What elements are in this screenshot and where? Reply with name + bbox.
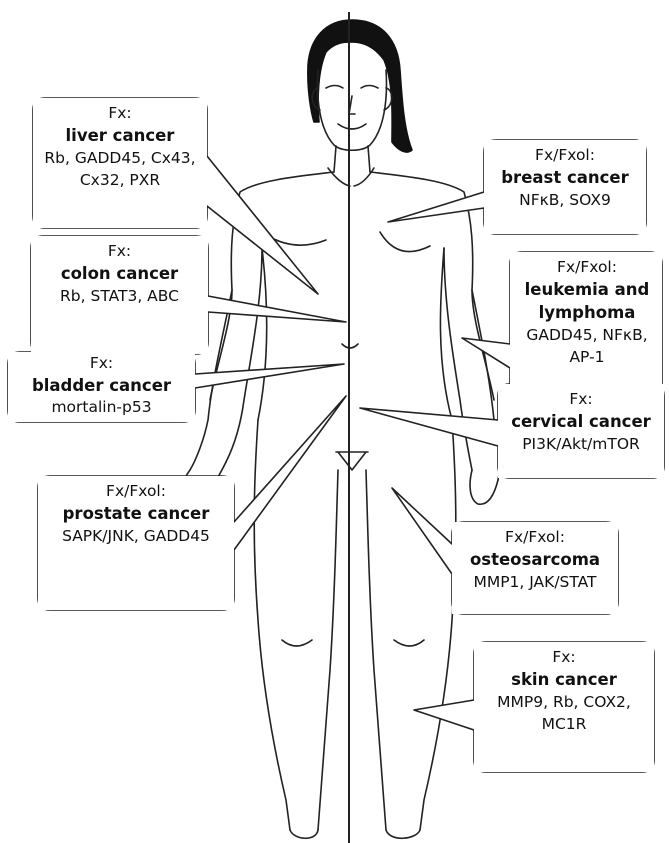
callout-agent: Fx: bbox=[498, 388, 664, 410]
waist-left bbox=[258, 248, 267, 420]
callout-targets: NFκB, SOX9 bbox=[484, 189, 646, 211]
callout-cancer-type: skin cancer bbox=[494, 668, 634, 691]
right-leg-inner bbox=[366, 470, 386, 830]
mouth bbox=[338, 124, 366, 129]
callout-agent: Fx: bbox=[8, 353, 195, 374]
callout-agent: Fx: bbox=[31, 240, 208, 262]
callout-cancer-type: breast cancer bbox=[484, 166, 646, 189]
right-foot bbox=[386, 830, 420, 838]
callout-agent: Fx/Fxol: bbox=[516, 256, 658, 278]
callout-targets: GADD45, NFκB, AP-1 bbox=[516, 324, 658, 368]
callout-cancer-type: liver cancer bbox=[33, 124, 207, 147]
callout-osteosarcoma: Fx/Fxol: osteosarcoma MMP1, JAK/STAT bbox=[452, 522, 618, 614]
callout-targets: MMP1, JAK/STAT bbox=[452, 571, 618, 593]
callout-cancer-type: cervical cancer bbox=[498, 410, 664, 433]
callout-agent: Fx: bbox=[494, 646, 634, 668]
breast-right bbox=[380, 232, 430, 252]
left-eye bbox=[326, 86, 343, 89]
callout-cancer-type: prostate cancer bbox=[46, 502, 226, 525]
right-knee bbox=[394, 640, 424, 646]
hair-long bbox=[352, 20, 412, 152]
face bbox=[318, 70, 387, 150]
callout-cancer-type: leukemia and lymphoma bbox=[516, 278, 658, 324]
callout-agent: Fx/Fxol: bbox=[452, 526, 618, 548]
callout-targets: Rb, GADD45, Cx43, Cx32, PXR bbox=[33, 147, 207, 191]
callout-agent: Fx/Fxol: bbox=[46, 480, 226, 502]
right-leg-outer bbox=[420, 420, 456, 830]
callout-cervical: Fx: cervical cancer PI3K/Akt/mTOR bbox=[498, 384, 664, 478]
callout-targets: PI3K/Akt/mTOR bbox=[498, 433, 664, 455]
callout-agent: Fx: bbox=[33, 102, 207, 124]
callout-cancer-type: bladder cancer bbox=[8, 374, 195, 397]
callout-skin: Fx: skin cancer MMP9, Rb, COX2, MC1R bbox=[474, 642, 654, 772]
callout-targets: MMP9, Rb, COX2, MC1R bbox=[494, 691, 634, 735]
left-foot bbox=[290, 830, 318, 838]
callout-cancer-type: osteosarcoma bbox=[452, 548, 618, 571]
callout-targets: SAPK/JNK, GADD45 bbox=[46, 525, 226, 547]
callout-targets: mortalin-p53 bbox=[8, 397, 195, 418]
callout-cancer-type: colon cancer bbox=[31, 262, 208, 285]
callout-targets: Rb, STAT3, ABC bbox=[31, 285, 208, 307]
callout-prostate: Fx/Fxol: prostate cancer SAPK/JNK, GADD4… bbox=[38, 476, 234, 610]
left-knee bbox=[282, 640, 312, 646]
callout-breast: Fx/Fxol: breast cancer NFκB, SOX9 bbox=[484, 140, 646, 234]
crotch bbox=[336, 452, 368, 470]
callout-agent: Fx/Fxol: bbox=[484, 144, 646, 166]
right-arm-outer bbox=[472, 290, 500, 480]
callout-colon: Fx: colon cancer Rb, STAT3, ABC bbox=[31, 236, 208, 354]
right-eye bbox=[361, 86, 378, 89]
right-hand bbox=[470, 470, 498, 504]
left-leg-inner bbox=[318, 470, 338, 830]
callout-liver: Fx: liver cancer Rb, GADD45, Cx43, Cx32,… bbox=[33, 98, 207, 228]
callout-bladder: Fx: bladder cancer mortalin-p53 bbox=[8, 352, 195, 422]
